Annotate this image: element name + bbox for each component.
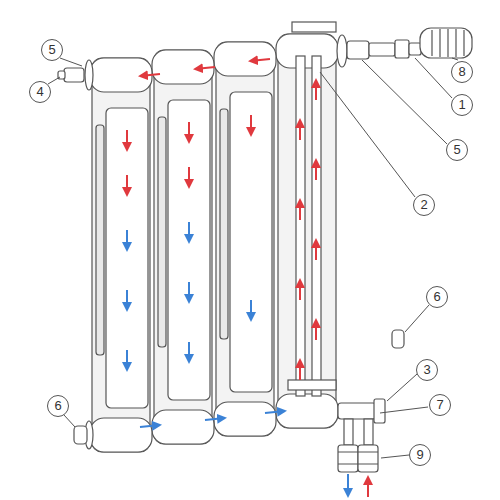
callout-number: 5 [446,139,468,161]
drop-pipe [364,419,373,445]
flow-arrow [126,175,128,195]
leader-line [362,60,447,144]
flow-arrow [126,350,128,370]
inner-tube [292,22,336,32]
leader-line [60,58,82,66]
flow-arrow [347,474,349,496]
front-fin [168,100,210,400]
flow-arrow [205,418,225,420]
flow-arrow [126,230,128,250]
callout-number: 1 [451,94,473,116]
bottom-collector [90,418,152,452]
drop-pipe [344,419,353,445]
inner-tube [288,380,336,390]
flow-arrow [315,160,317,180]
t-fitting [338,403,376,419]
head-ridges [432,29,464,57]
callout-number: 6 [47,395,69,417]
flow-arrow [250,115,252,135]
flow-arrow [299,120,301,140]
bottom-valve [358,445,378,472]
flow-arrow [140,425,160,427]
front-fin [106,108,148,408]
section-body [216,42,274,436]
riser-pipe [296,56,305,396]
flow-arrow [188,122,190,142]
front-fin [230,92,272,392]
gasket [337,35,347,67]
flow-arrow [126,130,128,150]
leader-line [320,72,415,197]
flow-arrow [250,59,270,61]
section-body [92,58,150,452]
flow-arrow [299,360,301,380]
valve-nut [395,40,409,58]
flow-arrow [188,282,190,302]
bottom-collector [276,394,338,428]
callout-number: 4 [29,81,51,103]
flow-arrow [126,290,128,310]
riser-pipe [312,56,321,396]
end-cap [74,426,87,444]
flow-arrow [367,477,369,497]
leader-line [381,455,409,458]
callout-number: 7 [429,394,451,416]
flow-arrow [315,80,317,100]
callout-number: 8 [451,61,473,83]
leader-line [380,407,428,413]
flow-arrow [140,74,160,76]
union-nut [374,399,385,423]
bottom-collector [152,410,214,444]
callout-number: 6 [426,286,448,308]
flow-arrow [299,280,301,300]
plug [64,68,84,82]
flow-arrow [188,342,190,362]
section-body [154,50,212,444]
side-fin [96,125,104,355]
flow-arrow [315,240,317,260]
leader-line [415,58,452,98]
leader-line [48,77,60,84]
side-fin [158,117,166,347]
top-collector [152,50,214,84]
leader-line [452,58,458,60]
leader-line [387,374,417,401]
callout-number: 9 [409,444,431,466]
top-collector [214,42,276,76]
flow-arrow [265,411,285,413]
radiator-section [214,42,276,436]
leader-line [405,305,429,332]
thermostatic-head [420,28,472,58]
leader-line [64,415,75,427]
flow-arrow [315,320,317,340]
bottom-valve [338,445,358,472]
flow-arrow [299,200,301,220]
valve-stem [409,43,421,55]
callout-number: 3 [416,359,438,381]
callout-number: 5 [41,39,63,61]
valve-nut [347,41,369,59]
callout-number: 2 [413,194,435,216]
gasket [85,60,93,90]
section-body [278,34,336,428]
plug [392,330,404,348]
flow-arrow [188,167,190,187]
flow-arrow [188,222,190,242]
valve-hex [338,452,378,464]
flow-arrow [195,67,215,69]
flow-arrow [250,300,252,320]
valve-body [369,43,395,56]
radiator-section [90,58,152,452]
side-fin [220,109,228,339]
radiator-section [152,50,214,444]
top-collector [276,34,338,68]
